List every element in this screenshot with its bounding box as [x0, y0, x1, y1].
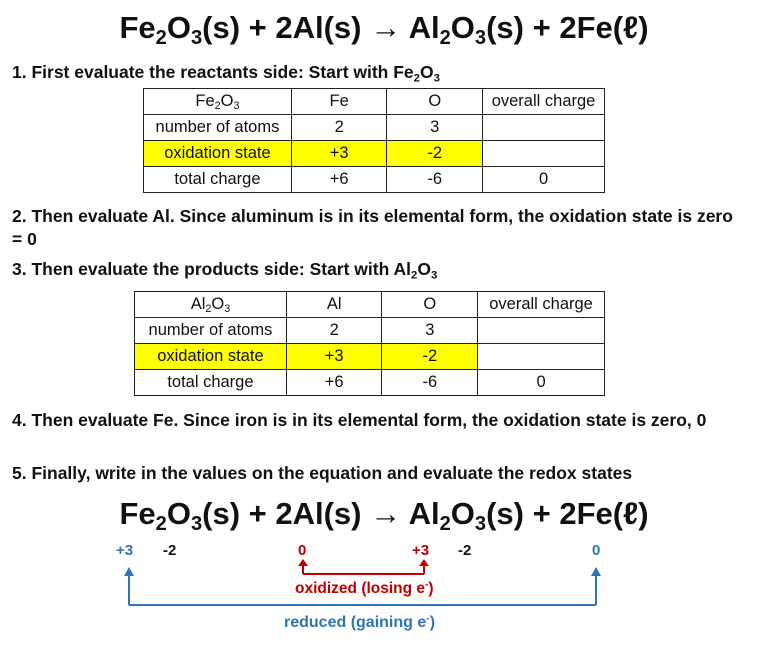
step-5: 5. Finally, write in the values on the e… — [12, 463, 633, 483]
header-compound: Fe2O3 — [143, 88, 292, 115]
header-col3: overall charge — [482, 88, 605, 115]
table-row: oxidation state +3 -2 — [143, 140, 605, 167]
step-sub: 2 — [413, 72, 420, 85]
step-sub: 3 — [433, 72, 440, 85]
row-label: oxidation state — [134, 343, 287, 370]
eq-fe: Fe — [119, 496, 156, 531]
step-1-text: 1. First evaluate the reactants side: St… — [12, 62, 414, 82]
row-label: total charge — [134, 369, 287, 396]
compound-sub: 3 — [233, 100, 240, 113]
table-cell: +3 — [285, 343, 383, 370]
step-sub: 3 — [430, 269, 438, 282]
eq-part: (s) + 2Fe(ℓ) — [486, 10, 649, 45]
row-label: oxidation state — [143, 140, 292, 167]
arrow-head-icon — [419, 559, 429, 566]
table-row: oxidation state +3 -2 — [134, 343, 605, 370]
step-o: O — [417, 259, 431, 279]
table-header-row: Al2O3 Al O overall charge — [134, 291, 605, 318]
eq-o: O — [166, 496, 191, 531]
equation-bottom: Fe2O3(s) + 2Al(s) → Al2O3(s) + 2Fe(ℓ) — [0, 496, 768, 536]
eq-part: (s) + 2Fe(ℓ) — [486, 496, 649, 531]
eq-sub: 3 — [474, 513, 487, 536]
arrow-head-icon — [124, 567, 134, 576]
arrow-head-icon — [591, 567, 601, 576]
eq-o: O — [450, 496, 475, 531]
compound-sub: 2 — [214, 100, 221, 113]
reduced-sup: - — [426, 613, 430, 625]
step-3: 3. Then evaluate the products side: Star… — [12, 258, 760, 281]
row-label: number of atoms — [134, 317, 287, 344]
compound-text: Fe — [195, 92, 215, 110]
oxidized-bracket — [302, 564, 425, 575]
step-o: O — [419, 62, 434, 82]
o-oxidation-minus2-left: -2 — [163, 542, 177, 559]
compound-text: O — [220, 92, 234, 110]
eq-al: Al — [408, 10, 440, 45]
step-4: 4. Then evaluate Fe. Since iron is in it… — [12, 410, 707, 430]
compound-sub: 3 — [224, 303, 231, 316]
eq-sub: 2 — [439, 27, 451, 50]
products-table: Al2O3 Al O overall charge number of atom… — [134, 291, 605, 396]
al-oxidation-plus3: +3 — [412, 542, 430, 559]
table-cell: 0 — [482, 166, 605, 193]
reduced-text: reduced (gaining e — [284, 614, 427, 631]
table-cell: -6 — [386, 166, 484, 193]
al-oxidation-zero: 0 — [298, 542, 307, 559]
eq-fe: Fe — [119, 10, 156, 45]
reduced-bracket — [128, 574, 597, 606]
eq-o: O — [450, 10, 475, 45]
oxidized-text: oxidized (losing e — [295, 580, 426, 597]
eq-part: (s) + 2Al(s) → — [202, 496, 409, 531]
reduced-label: reduced (gaining e-) — [284, 614, 435, 632]
table-header-row: Fe2O3 Fe O overall charge — [143, 88, 605, 115]
compound-text: O — [211, 295, 225, 313]
table-cell: 2 — [290, 114, 388, 141]
step-3-text: 3. Then evaluate the products side: Star… — [12, 259, 412, 279]
eq-sub: 2 — [439, 513, 451, 536]
table-cell — [482, 140, 605, 167]
oxidized-close: ) — [428, 580, 434, 597]
eq-sub: 3 — [190, 513, 203, 536]
oxidized-sup: - — [425, 579, 429, 591]
eq-sub: 3 — [474, 27, 487, 50]
o-oxidation-minus2-right: -2 — [458, 542, 472, 559]
table-row: number of atoms 2 3 — [134, 317, 605, 344]
eq-part: (s) + 2Al(s) → — [202, 10, 409, 45]
table-cell: +6 — [290, 166, 388, 193]
table-cell: -2 — [386, 140, 484, 167]
header-col1: Al — [285, 291, 383, 318]
step-2: 2. Then evaluate Al. Since aluminum is i… — [12, 206, 733, 249]
reactants-table: Fe2O3 Fe O overall charge number of atom… — [143, 88, 605, 193]
table-cell: 0 — [477, 369, 605, 396]
table-cell — [482, 114, 605, 141]
table-cell: +3 — [290, 140, 388, 167]
oxidized-label: oxidized (losing e-) — [295, 580, 434, 598]
row-label: total charge — [143, 166, 292, 193]
header-col2: O — [386, 88, 484, 115]
eq-sub: 2 — [155, 513, 167, 536]
eq-sub: 3 — [190, 27, 203, 50]
compound-text: Al — [190, 295, 206, 313]
table-row: total charge +6 -6 0 — [143, 166, 605, 193]
fe-oxidation-zero: 0 — [592, 542, 601, 559]
header-col3: overall charge — [477, 291, 605, 318]
step-1: 1. First evaluate the reactants side: St… — [12, 61, 760, 84]
eq-o: O — [166, 10, 191, 45]
step-sub: 2 — [411, 269, 418, 282]
eq-al: Al — [408, 496, 440, 531]
compound-sub: 2 — [205, 303, 212, 316]
eq-sub: 2 — [155, 27, 167, 50]
table-cell: -2 — [381, 343, 479, 370]
fe-oxidation-plus3: +3 — [116, 542, 134, 559]
table-row: total charge +6 -6 0 — [134, 369, 605, 396]
arrow-head-icon — [298, 559, 308, 566]
reduced-close: ) — [429, 614, 436, 631]
table-cell: +6 — [285, 369, 383, 396]
equation-top: Fe2O3(s) + 2Al(s) → Al2O3(s) + 2Fe(ℓ) — [0, 10, 768, 50]
